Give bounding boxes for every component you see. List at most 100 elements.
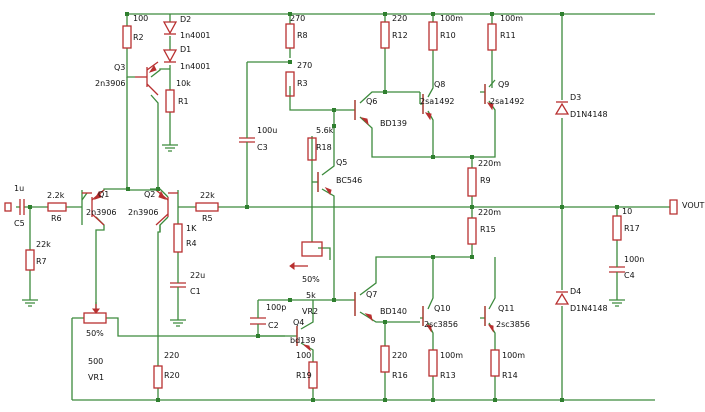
q6-ref: Q6 bbox=[366, 97, 377, 106]
resistor-r18: 5.6k R18 bbox=[307, 126, 334, 161]
r9-ref: R9 bbox=[480, 176, 491, 185]
d1-ref: D1 bbox=[180, 45, 191, 54]
c2-ref: C2 bbox=[268, 321, 279, 330]
d4-ref: D4 bbox=[570, 287, 581, 296]
r4-ref: R4 bbox=[186, 239, 197, 248]
r13-value: 100m bbox=[440, 351, 463, 360]
r1-value: 10k bbox=[176, 79, 191, 88]
resistor-r7: 22k R7 bbox=[25, 240, 51, 271]
r2-ref: R2 bbox=[133, 33, 144, 42]
potentiometer-vr2: 50% 5k VR2 bbox=[289, 241, 323, 316]
r19-value: 100 bbox=[296, 351, 311, 360]
q8-ref: Q8 bbox=[434, 80, 445, 89]
d3-ref: D3 bbox=[570, 93, 581, 102]
potentiometer-vr1: 50% 500 VR1 bbox=[83, 304, 107, 382]
q7-ref: Q7 bbox=[366, 290, 377, 299]
diode-d2: D2 1n4001 bbox=[162, 15, 211, 40]
d4-value: D1N4148 bbox=[570, 304, 608, 313]
vr2-wiper: 50% bbox=[302, 275, 320, 284]
q2-value: 2n3906 bbox=[128, 208, 159, 217]
r10-ref: R10 bbox=[440, 31, 456, 40]
r1-ref: R1 bbox=[178, 97, 189, 106]
capacitor-c2: 100p C2 bbox=[250, 303, 286, 330]
resistor-r2: 100 R2 bbox=[122, 14, 148, 49]
vr2-ref: VR2 bbox=[302, 307, 318, 316]
vr1-value: 500 bbox=[88, 357, 103, 366]
r7-value: 22k bbox=[36, 240, 51, 249]
q5-ref: Q5 bbox=[336, 158, 347, 167]
d3-value: D1N4148 bbox=[570, 110, 608, 119]
q10-value: 2sc3856 bbox=[424, 320, 458, 329]
r15-ref: R15 bbox=[480, 225, 496, 234]
capacitor-c4: 100n C4 bbox=[609, 255, 644, 280]
c3-ref: C3 bbox=[257, 143, 268, 152]
r2-value: 100 bbox=[133, 14, 148, 23]
transistor-q2: Q2 2n3906 bbox=[128, 189, 178, 226]
capacitor-c1: 22u C1 bbox=[170, 271, 205, 296]
transistor-q9: Q9 2sa1492 bbox=[484, 80, 525, 111]
vout-label: VOUT bbox=[682, 201, 704, 210]
c5-ref: C5 bbox=[14, 219, 25, 228]
transistor-q1: Q1 2n3906 bbox=[82, 189, 117, 226]
r18-ref: R18 bbox=[316, 143, 332, 152]
vr2-value: 5k bbox=[306, 291, 316, 300]
r6-ref: R6 bbox=[51, 214, 62, 223]
resistor-r5: 22k R5 bbox=[195, 191, 219, 223]
resistor-r13: 100m R13 bbox=[428, 349, 463, 380]
resistor-r6: 2.2k R6 bbox=[47, 191, 67, 223]
transistor-q6: Q6 BD139 bbox=[354, 97, 407, 128]
resistor-r16: 220 R16 bbox=[380, 345, 408, 380]
q5-value: BC546 bbox=[336, 176, 362, 185]
transistor-q4: Q4 bd139 bbox=[290, 318, 315, 352]
q8-value: 2sa1492 bbox=[420, 97, 455, 106]
vr1-wiper: 50% bbox=[86, 329, 104, 338]
r13-ref: R13 bbox=[440, 371, 456, 380]
q7-value: BD140 bbox=[380, 307, 407, 316]
diode-d1: D1 1n4001 bbox=[162, 45, 211, 71]
q1-value: 2n3906 bbox=[86, 208, 117, 217]
r20-ref: R20 bbox=[164, 371, 180, 380]
resistor-r9: 220m R9 bbox=[467, 159, 501, 197]
r9-value: 220m bbox=[478, 159, 501, 168]
d2-value: 1n4001 bbox=[180, 31, 211, 40]
r3-value: 270 bbox=[297, 61, 312, 70]
r3-ref: R3 bbox=[297, 79, 308, 88]
c2-value: 100p bbox=[266, 303, 286, 312]
capacitor-c3: 100u C3 bbox=[239, 126, 277, 152]
c4-value: 100n bbox=[624, 255, 644, 264]
transistor-q3: Q3 2n3906 bbox=[95, 61, 159, 96]
q2-ref: Q2 bbox=[144, 190, 155, 199]
r5-ref: R5 bbox=[202, 214, 213, 223]
r14-value: 100m bbox=[502, 351, 525, 360]
c1-value: 22u bbox=[190, 271, 205, 280]
diode-d3: D3 D1N4148 bbox=[554, 93, 608, 119]
q9-value: 2sa1492 bbox=[490, 97, 525, 106]
resistor-r3: 270 R3 bbox=[285, 61, 312, 97]
r5-value: 22k bbox=[200, 191, 215, 200]
r6-value: 2.2k bbox=[47, 191, 65, 200]
r7-ref: R7 bbox=[36, 257, 47, 266]
q1-ref: Q1 bbox=[98, 190, 109, 199]
r20-value: 220 bbox=[164, 351, 179, 360]
c3-value: 100u bbox=[257, 126, 277, 135]
d1-value: 1n4001 bbox=[180, 62, 211, 71]
resistor-r17: 10 R17 bbox=[612, 207, 640, 241]
q9-ref: Q9 bbox=[498, 80, 509, 89]
resistor-r14: 100m R14 bbox=[490, 349, 525, 380]
r15-value: 220m bbox=[478, 208, 501, 217]
q11-value: 2sc3856 bbox=[496, 320, 530, 329]
transistor-q7: Q7 BD140 bbox=[354, 290, 407, 322]
resistor-r11: 100m R11 bbox=[487, 14, 523, 51]
q3-ref: Q3 bbox=[114, 63, 125, 72]
resistor-r19: 100 R19 bbox=[296, 351, 318, 389]
transistor-q8: Q8 2sa1492 bbox=[420, 80, 455, 121]
capacitor-c5: 1u C5 bbox=[4, 184, 25, 228]
r14-ref: R14 bbox=[502, 371, 518, 380]
r10-value: 100m bbox=[440, 14, 463, 23]
r4-value: 1K bbox=[186, 224, 197, 233]
q11-ref: Q11 bbox=[498, 304, 514, 313]
r8-ref: R8 bbox=[297, 31, 308, 40]
r17-value: 10 bbox=[622, 207, 632, 216]
r17-ref: R17 bbox=[624, 224, 640, 233]
